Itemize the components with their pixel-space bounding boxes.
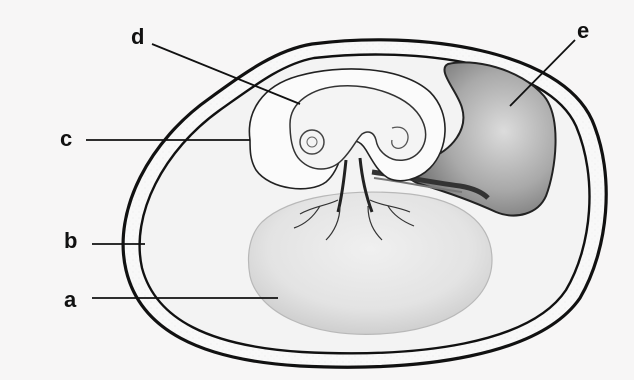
label-b: b (64, 230, 77, 252)
label-a: a (64, 289, 76, 311)
label-c: c (60, 128, 72, 150)
yolk-sac (249, 192, 493, 334)
label-d: d (131, 26, 144, 48)
label-e: e (577, 20, 589, 42)
